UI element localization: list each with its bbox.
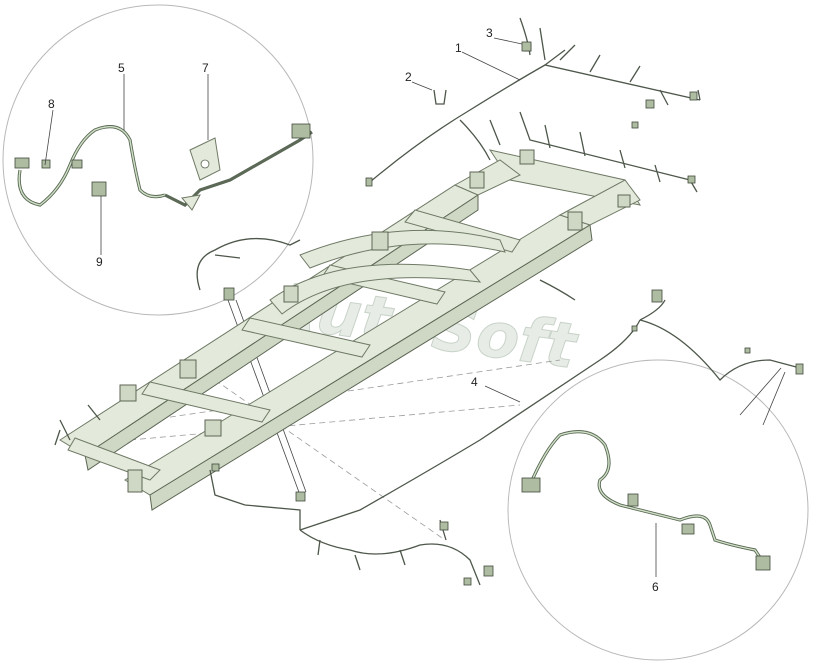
part-3-grommet — [521, 41, 532, 52]
callout-8: 8 — [48, 97, 55, 111]
detail-circle-lower-right — [507, 359, 809, 661]
callout-7: 7 — [202, 61, 209, 75]
part-7-bracket — [164, 123, 313, 211]
harness-4 — [209, 279, 804, 586]
front-harness — [54, 237, 301, 446]
harness-1 — [365, 17, 701, 193]
callout-1: 1 — [455, 41, 462, 55]
part-2-clip — [433, 89, 447, 105]
callout-leaders — [44, 37, 657, 577]
chassis-frame — [59, 149, 642, 511]
callout-4: 4 — [471, 375, 478, 389]
callout-3: 3 — [486, 26, 493, 40]
part-9-grommet — [91, 181, 107, 197]
callout-5: 5 — [118, 61, 125, 75]
part-8-clip — [41, 159, 51, 169]
callout-9: 9 — [96, 255, 103, 269]
callout-2: 2 — [405, 70, 412, 84]
part-5-sensor-lead — [14, 125, 166, 207]
part-6-sensor-lead — [521, 430, 771, 571]
guide-lines — [129, 359, 561, 541]
detail-circle-upper-left — [2, 4, 314, 316]
callout-6: 6 — [652, 580, 659, 594]
